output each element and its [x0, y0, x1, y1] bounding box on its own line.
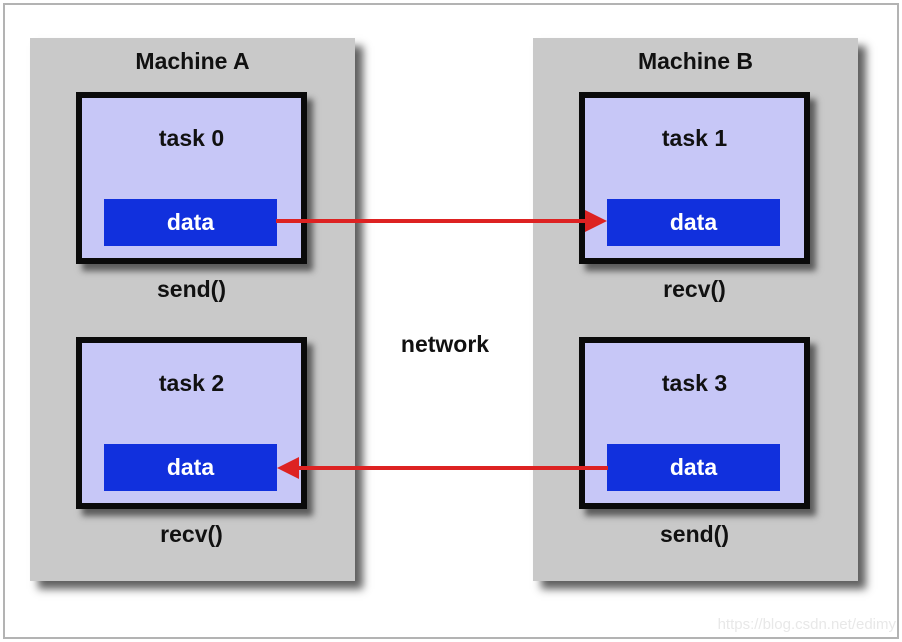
send-arrow-task3-to-task2 [277, 456, 608, 480]
task-0-title: task 0 [158, 125, 225, 151]
network-label: network [400, 331, 490, 357]
arrow-right-icon [585, 210, 607, 232]
task-0-operation-label: send() [157, 276, 226, 302]
watermark-url: https://blog.csdn.net/edimy [717, 616, 896, 633]
machine-a-box: Machine A task 0 data send() task 2 data… [30, 38, 355, 581]
task-3-box: task 3 data [579, 337, 810, 509]
machine-b-title: Machine B [637, 48, 754, 74]
arrow-line [299, 466, 608, 470]
task-1-data-bar: data [607, 199, 780, 246]
task-3-operation-label: send() [660, 521, 729, 547]
send-arrow-task0-to-task1 [276, 209, 607, 233]
task-1-operation-label: recv() [663, 276, 726, 302]
task-0-data-bar: data [104, 199, 277, 246]
machine-b-box: Machine B task 1 data recv() task 3 data… [533, 38, 858, 581]
task-3-title: task 3 [661, 370, 728, 396]
task-0-box: task 0 data [76, 92, 307, 264]
task-2-data-bar: data [104, 444, 277, 491]
arrow-left-icon [277, 457, 299, 479]
task-1-box: task 1 data [579, 92, 810, 264]
task-1-title: task 1 [661, 125, 728, 151]
task-3-data-bar: data [607, 444, 780, 491]
machine-a-title: Machine A [135, 48, 250, 74]
task-2-box: task 2 data [76, 337, 307, 509]
arrow-line [276, 219, 585, 223]
task-2-operation-label: recv() [160, 521, 223, 547]
task-2-title: task 2 [158, 370, 225, 396]
